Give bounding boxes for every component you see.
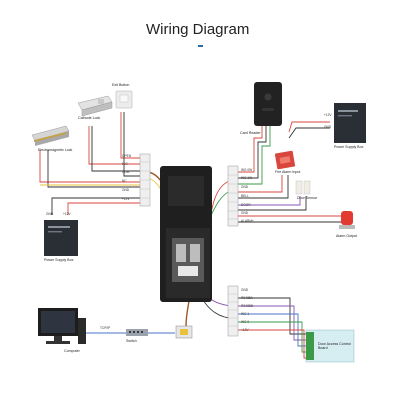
right-top-terminal-block <box>227 165 239 227</box>
cathode-lock-device <box>77 95 113 117</box>
exit-button-device <box>115 90 133 109</box>
alarm-output-label: Alarm Output <box>336 234 358 238</box>
rt-term-door: DOOR <box>241 203 251 207</box>
wire-exit-black <box>123 112 140 177</box>
fire-alarm-device <box>274 150 296 170</box>
right-bottom-terminal-block <box>227 285 239 337</box>
door-sensor-device <box>295 180 311 195</box>
rb-term-12v: +12V <box>241 328 249 332</box>
alarm-output-device <box>339 211 355 229</box>
power-supply-right-device <box>334 103 366 143</box>
rt-term-alarm: ALARM+ <box>241 219 254 223</box>
wire-door-black <box>238 196 307 211</box>
rb-term-rs485a: RS485A <box>241 296 253 300</box>
left-term-com: COM <box>122 170 130 174</box>
wire-board-purple <box>238 305 308 341</box>
left-term-gnd: GND <box>122 188 130 192</box>
em-lock-label: Electromagnetic Lock <box>38 148 73 152</box>
switch-device <box>126 329 148 336</box>
wire-reader-red <box>238 118 263 173</box>
rt-term-wg0w: WG 0W <box>241 168 253 172</box>
psu-left-gnd-label: GND <box>46 212 54 216</box>
rt-term-bell: BELL <box>241 194 249 198</box>
rt-term-wg1w: WG 1W <box>241 176 253 180</box>
power-supply-right-label: Power Supply Box <box>334 145 364 149</box>
card-reader-label: Card Reader <box>240 131 261 135</box>
wire-board-green <box>238 321 308 353</box>
switch-label: Switch <box>126 339 137 343</box>
rb-term-rs485b: RS485B <box>241 304 253 308</box>
fire-alarm-label: Fire Alarm Input <box>275 170 301 174</box>
title-accent-bar <box>198 45 203 47</box>
em-lock-device <box>31 125 70 146</box>
left-term-nc: NC <box>122 179 127 183</box>
access-board-label: Door Access Control Board <box>318 342 351 350</box>
card-reader-device <box>254 82 282 126</box>
power-supply-left-device <box>44 220 78 256</box>
wire-psu-left-12v <box>67 202 140 215</box>
rb-term-wg0: WG 0 <box>241 320 250 324</box>
wire-alarm-red <box>238 215 347 224</box>
wire-door-purple <box>238 196 301 206</box>
left-term-12v: +12V <box>122 197 130 201</box>
wire-psu-right-12v <box>288 121 330 133</box>
left-term-no: N.O <box>122 162 128 166</box>
controller-device <box>160 166 212 302</box>
psu-right-12v-label: +12V <box>324 113 332 117</box>
rt-term-gnd: GND <box>241 185 249 189</box>
wire-board-gnd <box>238 297 308 335</box>
wire-exit-red <box>120 112 140 159</box>
wire-reader-black <box>238 118 267 179</box>
rt-term-gnd2: GND <box>241 211 249 215</box>
psu-right-gnd-label: GND <box>324 125 332 129</box>
wire-psu-left-gnd <box>51 197 140 215</box>
exit-button-label: Exit Button <box>112 83 130 87</box>
left-terminal-block <box>139 153 151 207</box>
page-title: Wiring Diagram <box>146 21 250 38</box>
wire-alarm-black <box>238 221 351 226</box>
computer-device <box>38 308 86 344</box>
computer-label: Computer <box>64 349 80 353</box>
wire-fire-red <box>238 175 283 193</box>
wire-reader-green <box>238 118 271 185</box>
wire-fire-black <box>238 175 289 199</box>
door-sensor-label: Door Sensor <box>297 196 318 200</box>
left-term-open: OPEN <box>122 154 132 158</box>
wire-em-black <box>47 150 140 188</box>
access-board-device <box>305 329 355 363</box>
wire-psu-right-gnd <box>288 127 330 139</box>
tcpip-label: TCP/IP <box>100 326 111 330</box>
cathode-lock-label: Cathode Lock <box>78 116 101 120</box>
rb-term-wg1: WG 1 <box>241 312 250 316</box>
psu-left-12v-label: +12V <box>63 212 71 216</box>
network-port-device <box>175 325 193 339</box>
wire-cathode-red <box>88 126 140 165</box>
power-supply-left-label: Power Supply Box <box>44 258 74 262</box>
rb-term-gnd: GND <box>241 288 249 292</box>
wire-em-red <box>39 150 140 183</box>
